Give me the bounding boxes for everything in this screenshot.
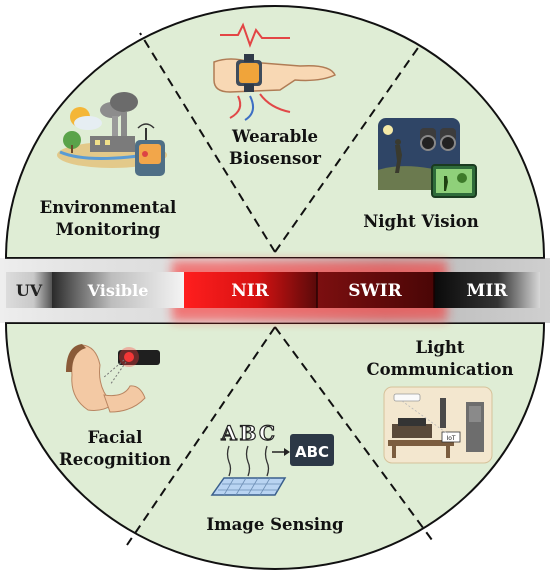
swir-band: [317, 272, 434, 308]
environmental-title-line2: Monitoring: [56, 220, 161, 239]
environmental-title-line1: Environmental: [40, 198, 177, 217]
bottom-half-disc: [4, 322, 546, 570]
spectrum-bar: UV Visible NIR SWIR MIR: [0, 258, 550, 323]
mir-label: MIR: [467, 281, 509, 301]
uv-label: UV: [16, 281, 43, 300]
light-communication-icon: IoT: [383, 386, 493, 464]
image-sensing-letter-c: C: [259, 421, 275, 445]
nir-label: NIR: [231, 281, 269, 301]
light-comm-title-line1: Light: [415, 338, 464, 357]
wearable-title-line2: Biosensor: [229, 149, 321, 168]
image-sensing-letter-a: A: [220, 421, 237, 445]
nir-band: [184, 272, 317, 308]
light-comm-title-line2: Communication: [367, 360, 514, 379]
wearable-title-line1: Wearable: [231, 127, 318, 146]
facial-title-line1: Facial: [88, 428, 143, 447]
night-vision-icon: [378, 118, 477, 198]
night-vision-title: Night Vision: [363, 212, 479, 231]
facial-recognition-icon: [66, 344, 160, 413]
sector-dividers: [126, 32, 433, 546]
top-divider-left: [139, 32, 276, 253]
image-sensing-icon: A B C ABC: [210, 420, 334, 496]
top-divider-right: [274, 44, 421, 253]
visible-band: [52, 272, 184, 308]
image-sensing-output: ABC: [295, 443, 329, 461]
visible-label: Visible: [87, 281, 149, 300]
uv-band: [6, 272, 52, 308]
wearable-biosensor-icon: [213, 22, 336, 121]
swir-label: SWIR: [348, 281, 402, 301]
environmental-monitoring-icon: [57, 92, 167, 176]
image-sensing-title: Image Sensing: [206, 515, 344, 534]
facial-title-line2: Recognition: [59, 450, 171, 469]
top-half-disc: [4, 5, 546, 259]
mir-band: [434, 272, 540, 308]
iot-label: IoT: [446, 435, 455, 442]
image-sensing-letter-b: B: [240, 421, 257, 445]
